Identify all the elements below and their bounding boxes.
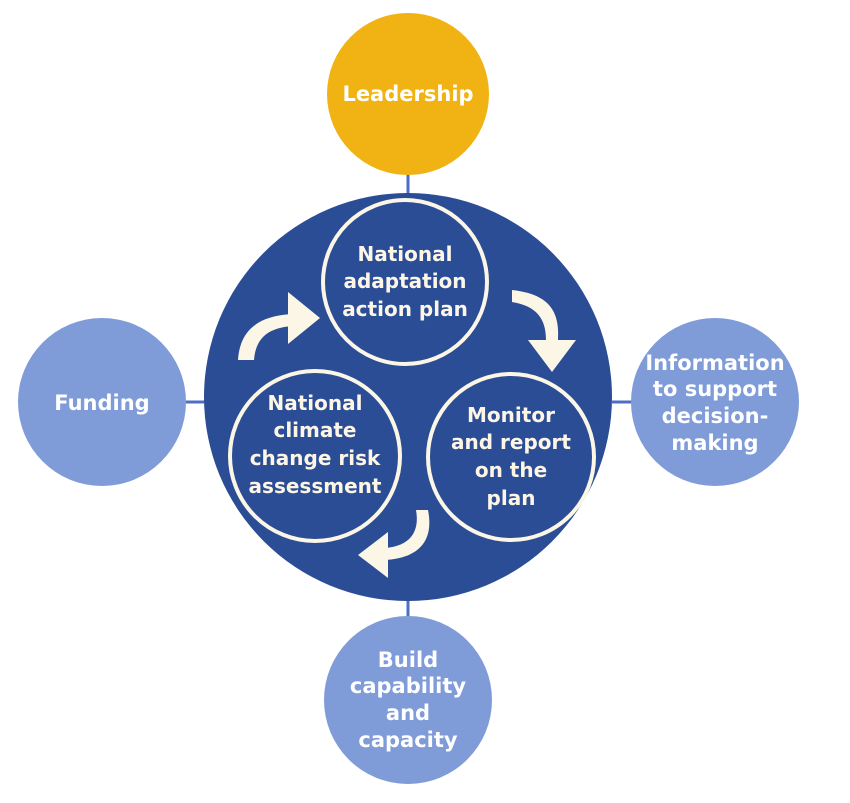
leadership-label: Leadership [342,81,474,106]
information-label: Information to support decision- making [645,350,785,455]
cycle-arrow-upper-left [238,292,320,360]
cycle-arrow-lower-left [358,510,430,578]
funding-label: Funding [54,390,150,415]
monitor-label: Monitor and report on the plan [451,402,571,510]
capability-node [324,616,492,784]
leadership-node [327,13,489,175]
information-node [631,318,799,486]
risk-assessment-node [228,369,402,543]
action-plan-label: National adaptation action plan [342,241,468,321]
monitor-node [426,372,596,542]
capability-label: Build capability and capacity [349,647,467,752]
cycle-arrow-right [512,290,576,372]
risk-assessment-label: National climate change risk assessment [248,390,382,498]
action-plan-node [321,198,489,366]
funding-node [18,318,186,486]
